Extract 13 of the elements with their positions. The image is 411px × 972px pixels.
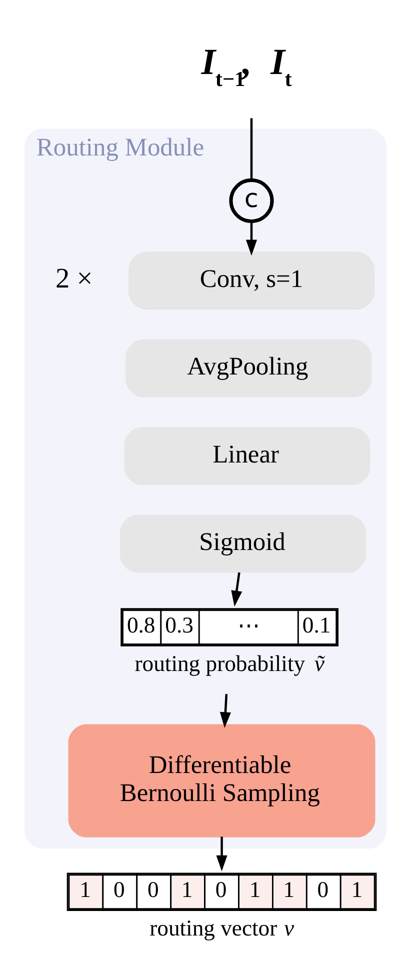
arrow	[220, 694, 231, 728]
arrow	[246, 221, 258, 256]
node-circle: c	[229, 178, 274, 222]
node-text: I$_{t−1}$, I$_{t}$	[201, 40, 292, 90]
connector	[250, 118, 253, 180]
node-box: Sigmoid	[120, 514, 366, 572]
node-label: routing probability ṽ	[134, 650, 324, 676]
arrow	[231, 572, 242, 606]
node-box: Conv, s=1	[128, 251, 375, 310]
arrow	[216, 836, 228, 871]
node-label: routing vector v	[150, 914, 294, 940]
node-label: 2 ×	[56, 263, 93, 294]
node-box: Differentiable Bernoulli Sampling	[68, 724, 376, 837]
